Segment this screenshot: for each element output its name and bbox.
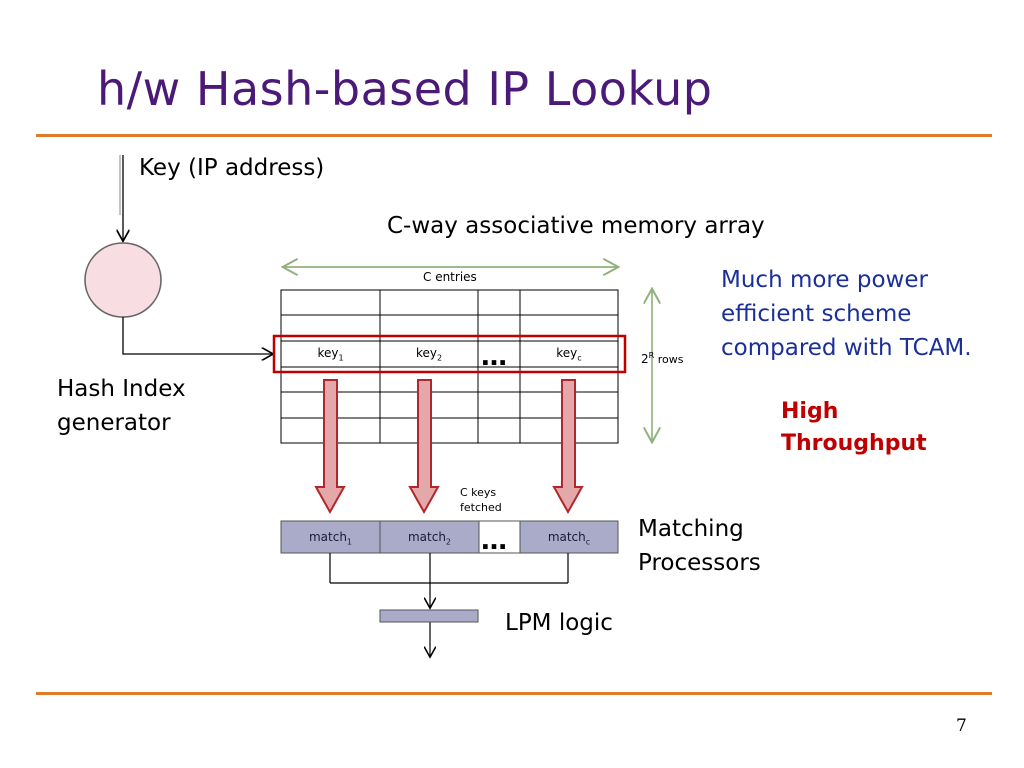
hash-index-label: Hash Index generator	[57, 376, 186, 436]
key-label: Key (IP address)	[139, 155, 325, 181]
fetch-arrows	[314, 379, 584, 515]
key-cell-2: key2	[415, 346, 443, 363]
match-cell-c: matchc	[547, 530, 591, 547]
key-cell-1: key1	[317, 346, 344, 363]
lpm-logic-label: LPM logic	[505, 610, 613, 636]
fetch-arrow-2	[408, 379, 440, 515]
hash-index-arrow	[122, 317, 272, 354]
top-divider	[36, 134, 992, 137]
match-cell-2: match2	[407, 530, 452, 547]
ellipsis-gap	[479, 342, 519, 366]
key-ellipsis: …	[481, 342, 507, 372]
fetch-arrow-1	[314, 379, 346, 515]
keys-fetched-label: C keys fetched	[460, 486, 502, 514]
fetch-arrow-c	[552, 379, 584, 515]
page-number: 7	[956, 716, 967, 736]
match-cell-1: match1	[308, 530, 353, 547]
key-cell-c: keyc	[556, 346, 582, 363]
matching-processors-label: Matching Processors	[638, 516, 761, 576]
hash-generator-circle	[84, 242, 162, 318]
slide-title: h/w Hash-based IP Lookup	[97, 62, 713, 116]
entries-label: C entries	[423, 270, 477, 284]
combine-lines	[329, 553, 569, 656]
match-ellipsis: …	[481, 526, 507, 556]
lpm-logic-bar	[379, 609, 479, 623]
selected-row-highlight	[272, 334, 627, 374]
bottom-divider	[36, 692, 992, 695]
match-processors-row	[280, 520, 619, 554]
power-efficiency-note: Much more power efficient scheme compare…	[721, 267, 972, 361]
high-throughput-note: High Throughput	[781, 399, 927, 456]
array-label: C-way associative memory array	[387, 213, 765, 239]
rows-label: 2R rows	[641, 351, 684, 366]
